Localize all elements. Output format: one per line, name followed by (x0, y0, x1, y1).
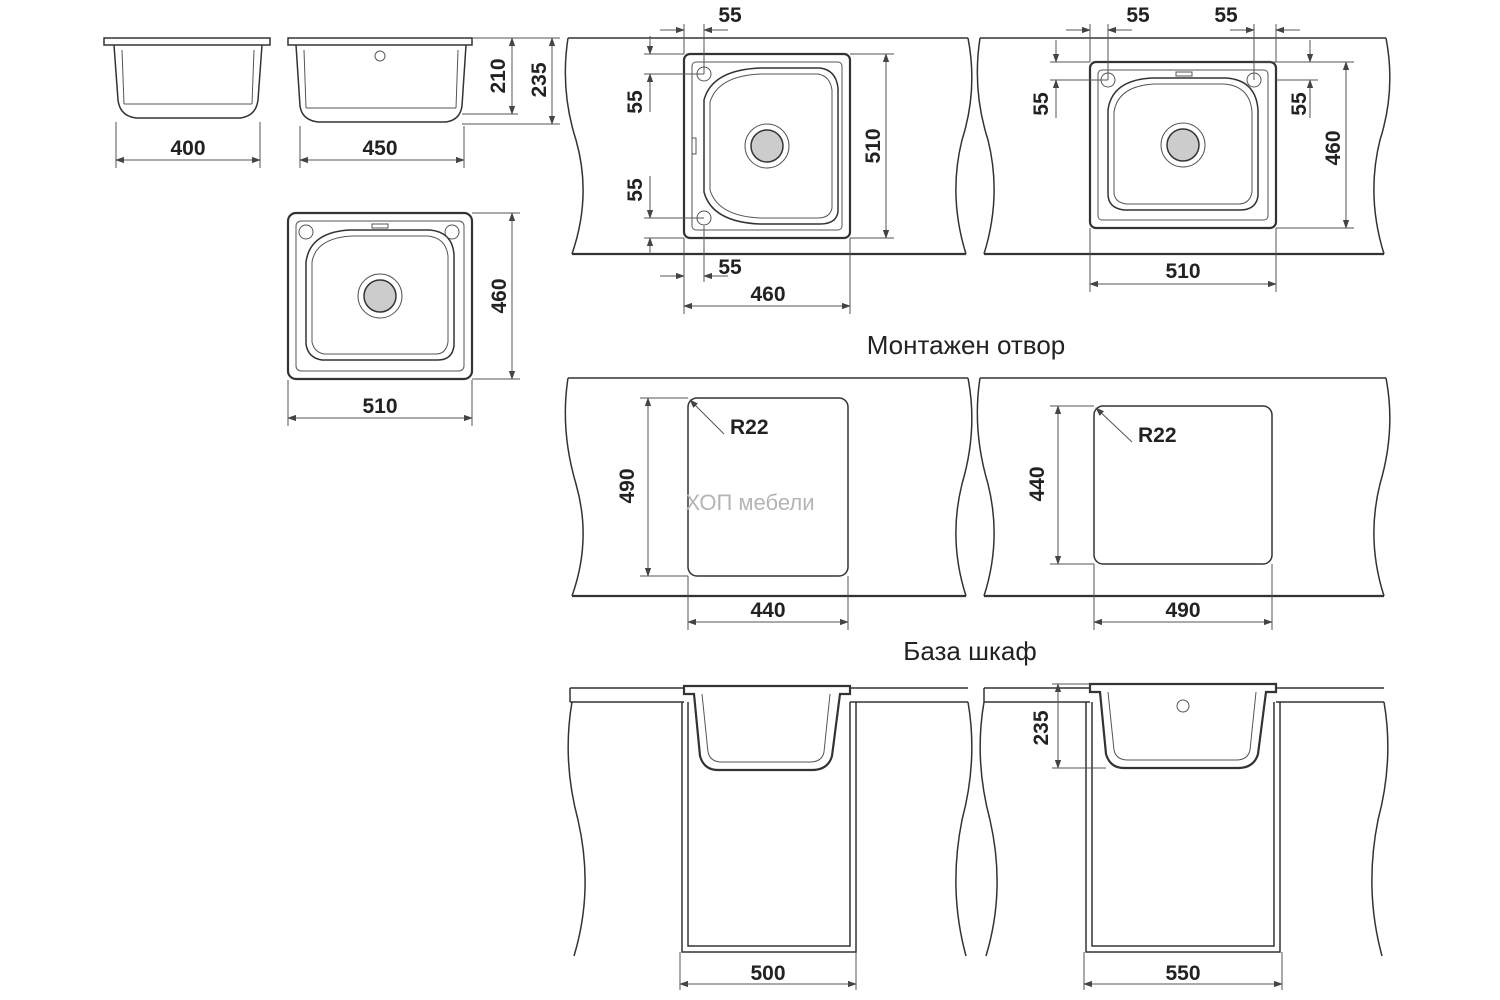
mounting-hole-label: Монтажен отвор (867, 330, 1066, 360)
install-b-offset-right: 55 (1288, 92, 1311, 116)
install-b-width: 510 (1165, 260, 1200, 283)
install-b-offset-top-right: 55 (1214, 4, 1238, 27)
drain-outer-icon (357, 273, 403, 319)
install-b-height: 460 (1322, 130, 1345, 165)
side-view-b-width: 450 (362, 137, 397, 160)
top-view-width: 510 (362, 395, 397, 418)
install-b-offset-top-left: 55 (1126, 4, 1150, 27)
install-a-width: 460 (750, 283, 785, 306)
side-view-inner-depth: 210 (487, 58, 510, 93)
install-a-offset-left-top: 55 (624, 90, 647, 114)
install-b-offset-left: 55 (1030, 92, 1053, 116)
countertop-install-a: 55 55 55 510 55 460 (564, 4, 973, 314)
cabinet-a-width: 500 (750, 962, 785, 985)
cutout-b-radius: R22 (1138, 424, 1177, 447)
drain-icon (363, 279, 397, 313)
countertop-install-b: 55 55 55 55 460 510 (976, 4, 1391, 292)
install-a-offset-left-bottom: 55 (624, 178, 647, 202)
install-a-offset-bottom: 55 (718, 256, 742, 279)
top-view-sink: 460 510 (286, 211, 520, 426)
base-cabinet-label: База шкаф (903, 636, 1037, 666)
cutout-a-height: 490 (616, 468, 639, 503)
cutout-a-width: 440 (750, 599, 785, 622)
cutout-b-height: 440 (1026, 466, 1049, 501)
cutout-a-radius: R22 (730, 416, 769, 439)
install-a-offset-top: 55 (718, 4, 742, 27)
top-view-height: 460 (488, 278, 511, 313)
cutout-b-width: 490 (1165, 599, 1200, 622)
cabinet-b: 235 550 (979, 682, 1389, 990)
cutout-a: R22 490 440 (564, 377, 973, 630)
overflow-hole-icon (374, 50, 386, 62)
side-view-a: 400 (103, 37, 271, 168)
cabinet-a: 500 (567, 684, 973, 990)
side-view-a-width: 400 (170, 137, 205, 160)
cabinet-b-depth: 235 (1030, 710, 1053, 745)
cabinet-b-width: 550 (1165, 962, 1200, 985)
side-view-b: 450 210 235 (287, 37, 560, 168)
install-a-height: 510 (862, 128, 885, 163)
overflow-icon (1176, 699, 1190, 713)
cutout-b: R22 440 490 (976, 377, 1391, 630)
watermark: ХОП мебели (685, 490, 814, 515)
side-view-total-depth: 235 (528, 62, 551, 97)
